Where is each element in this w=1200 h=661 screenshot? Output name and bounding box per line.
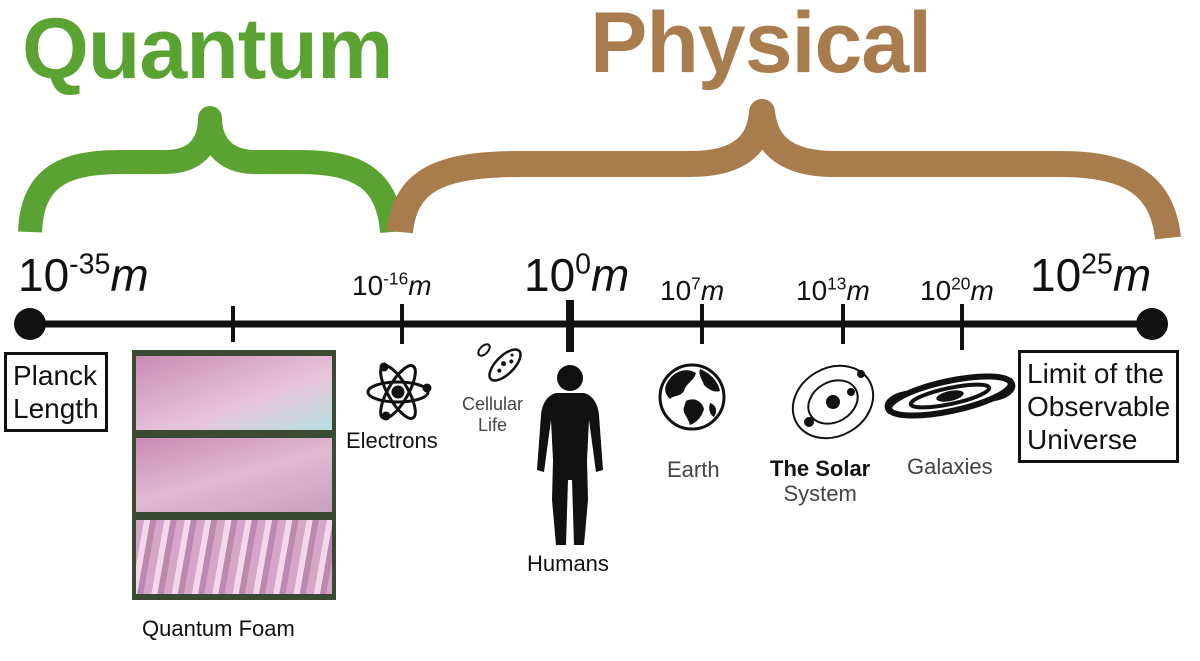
earth-label: Earth	[667, 457, 720, 482]
solar-line: The Solar	[770, 456, 871, 481]
quantum-title: Quantum	[22, 1, 393, 97]
scale-label-galaxies: 1020m	[920, 273, 994, 306]
atom-icon	[366, 362, 432, 421]
planck-length-box: Planck Length	[4, 352, 108, 433]
scale-label-humans: 100m	[524, 248, 630, 301]
limit-line: Limit of the	[1027, 358, 1164, 389]
cellular-line: Life	[478, 414, 508, 435]
axis-start-dot	[14, 308, 46, 340]
limit-line: Universe	[1027, 424, 1138, 456]
earth-globe-icon	[658, 363, 726, 431]
galaxy-icon	[884, 373, 1016, 419]
solar-system-label: The Solar System	[770, 456, 870, 507]
galaxies-label: Galaxies	[907, 454, 993, 479]
limit-line: Observable	[1027, 391, 1171, 423]
cell-icon	[488, 348, 522, 382]
observable-universe-box: Limit of the Observable Universe	[1018, 350, 1180, 464]
quantum-foam-image	[132, 350, 336, 600]
quantum-brace	[18, 106, 404, 234]
solar-line: System	[783, 481, 857, 507]
cellular-line: Cellular	[462, 394, 524, 414]
electrons-label: Electrons	[346, 428, 438, 453]
planck-line: Length	[13, 393, 99, 425]
axis-end-dot	[1136, 308, 1168, 340]
scale-label-planck: 10-35m	[18, 248, 149, 301]
planck-line: Planck	[13, 360, 98, 391]
scale-label-solar-system: 1013m	[796, 273, 870, 306]
quantum-foam-label: Quantum Foam	[142, 616, 295, 641]
physical-title: Physical	[590, 0, 932, 91]
scale-label-earth: 107m	[660, 273, 725, 306]
solar-system-icon	[791, 364, 875, 440]
humans-label: Humans	[527, 551, 609, 576]
scale-label-universe: 1025m	[1030, 248, 1152, 301]
human-silhouette-icon	[537, 365, 603, 545]
cellular-life-label: Cellular Life	[462, 394, 523, 435]
physical-brace	[387, 99, 1181, 240]
cell-icon-small	[477, 343, 491, 357]
scale-label-electrons: 10-16m	[352, 268, 432, 301]
